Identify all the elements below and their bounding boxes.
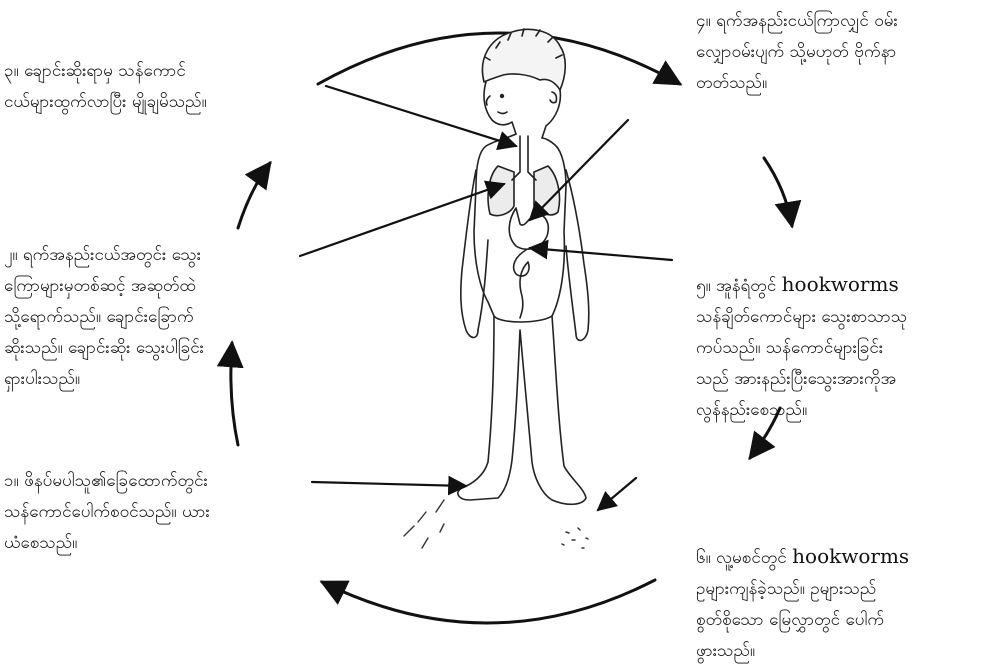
pointer-stage-6-feces	[598, 478, 636, 510]
stage-5-term: hookworms	[782, 272, 899, 296]
stage-5-text-rest: သန်ချိတ်ကောင်များ သွေးစာသာသု ကပ်သည်။ သန်…	[696, 307, 907, 420]
stage-6-text-lead: ၆။ လူ့မစင်တွင်	[696, 548, 792, 568]
stage-6-term: hookworms	[792, 544, 909, 568]
feces-on-ground	[562, 528, 588, 548]
cycle-arrow-upper-right	[764, 158, 792, 226]
larvae-marks	[404, 500, 444, 548]
trachea	[512, 136, 536, 180]
stage-3-text: ၃။ ချောင်းဆိုးရာမှ သန်ကောင် ငယ်များထွက်လ…	[4, 56, 316, 118]
boy-figure	[404, 29, 589, 548]
stage-5-text-lead: ၅။ အူနံရံတွင်	[696, 276, 782, 296]
legs	[458, 316, 586, 504]
stage-4-text: ၄။ ရက်အနည်းငယ်ကြာလျှင် ဝမ်း လျှောဝမ်းပျက…	[696, 6, 992, 99]
right-arm	[566, 170, 589, 340]
cycle-arrow-bottom	[322, 580, 655, 623]
lungs	[488, 166, 559, 216]
pointer-stage-2-lungs	[300, 184, 504, 256]
pointer-stage-1-foot	[312, 482, 466, 486]
stage-6-text-rest: ဥများကျန်ခဲ့သည်။ ဥများသည် စွတ်စိုသော မြေ…	[696, 579, 884, 661]
stage-2-text: ၂။ ရက်အနည်းငယ်အတွင်း သွေး ကြောများမှတစ်ဆ…	[4, 240, 304, 395]
stomach	[509, 208, 548, 249]
hair	[482, 29, 565, 90]
pointer-stage-5-intestine	[530, 248, 672, 260]
stage-5-text: ၅။ အူနံရံတွင် hookworms သန်ချိတ်ကောင်မျာ…	[696, 238, 992, 426]
stage-6-text: ၆။ လူ့မစင်တွင် hookworms ဥများကျန်ခဲ့သည်…	[696, 510, 992, 667]
stage-1-text: ၁။ ဖိနပ်မပါသူ၏ခြေထောက်တွင်း သန်ကောင်ပေါက…	[4, 466, 316, 559]
cycle-arrow-upper-left	[238, 163, 270, 228]
face	[484, 82, 516, 134]
pointer-stage-3-throat	[326, 86, 516, 146]
intestine	[514, 250, 529, 318]
